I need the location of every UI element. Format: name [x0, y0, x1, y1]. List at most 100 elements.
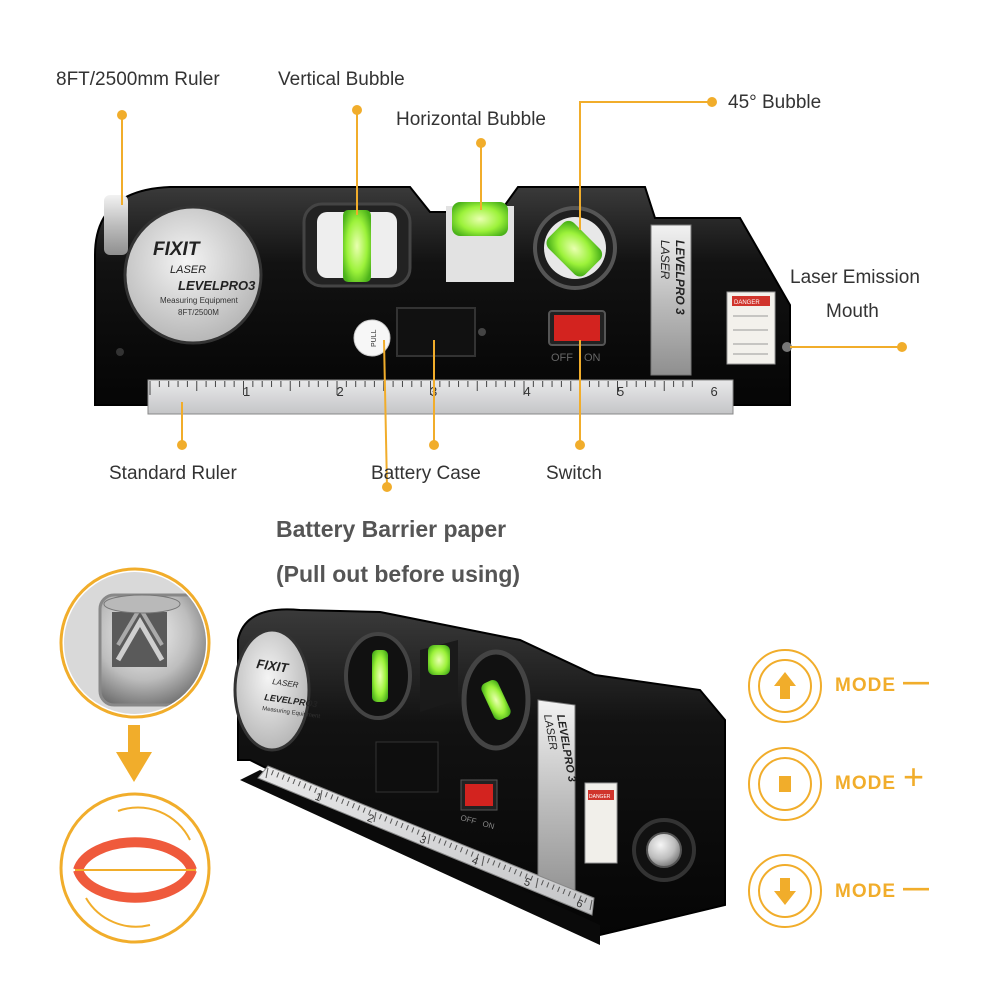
ruler-number-angled: 6 [574, 897, 584, 910]
ruler-tick-angled [503, 864, 507, 870]
ruler-tick-angled [292, 778, 296, 785]
hook-detail [59, 567, 211, 944]
ruler-tick-angled [454, 844, 458, 851]
ruler-tick-angled [319, 789, 323, 801]
ruler-number: 5 [617, 384, 624, 399]
model-text: LEVELPRO3 [178, 278, 256, 293]
vertical-vial-angled [372, 650, 388, 702]
switch-off-text-angled: OFF [459, 813, 477, 826]
mode-up-label: MODE [835, 675, 896, 696]
ruler-tick-angled [303, 783, 307, 789]
ruler-number: 4 [524, 384, 531, 399]
laser-text-angled: LASER [272, 677, 299, 690]
standard-ruler [147, 379, 734, 415]
battery-case-angled [375, 741, 439, 793]
switch-label: Switch [546, 463, 602, 484]
ruler-tick-angled [384, 816, 388, 822]
ruler-tick-angled [416, 829, 420, 835]
brand-text-angled: FIXIT [256, 656, 291, 675]
ruler-tick-angled [557, 886, 561, 892]
ruler-tick-angled [443, 840, 447, 846]
vertical-bubble-vial [343, 210, 371, 282]
battery-case-cover [396, 307, 476, 357]
ruler-tick-angled [519, 871, 523, 877]
ruler-number: 1 [243, 384, 250, 399]
danger-text-angled: DANGER [589, 794, 611, 800]
pull-text: PULL [371, 329, 378, 347]
ruler-tick-angled [330, 794, 334, 800]
laser-mouth-label-line2: Mouth [826, 301, 879, 322]
ruler-tick-angled [314, 787, 318, 793]
mode-up-button [748, 649, 822, 723]
ruler-tick-angled [346, 800, 350, 807]
barrier-paper-label: Battery Barrier paper [276, 516, 507, 542]
label-plate-angled [233, 628, 311, 752]
rotation-arc-top [73, 837, 197, 872]
ruler-number-angled: 2 [365, 812, 375, 825]
ruler-tick-angled [362, 807, 366, 813]
bubble-45-vial [546, 220, 603, 277]
ruler-ticks [149, 381, 693, 395]
mode-down-button [748, 854, 822, 928]
horizontal-bubble-label: Horizontal Bubble [396, 109, 546, 130]
ruler-number-angled: 1 [313, 791, 323, 804]
ruler-tick-angled [562, 888, 566, 895]
mode-plus-sign: + [903, 756, 926, 797]
switch-rocker [554, 315, 600, 341]
ruler-tick-angled [427, 833, 431, 845]
ruler-tick-angled [567, 891, 571, 897]
ruler-tick-angled [432, 836, 436, 842]
laser-aperture [782, 342, 792, 352]
ruler-tick-angled [476, 853, 480, 859]
horizontal-bubble-vial [452, 202, 508, 236]
ruler-tick-angled [265, 767, 269, 779]
ruler-tick-angled [584, 897, 588, 903]
horizontal-vial-angled [428, 645, 450, 675]
ruler-tick-angled [287, 776, 291, 782]
bubble-45-vial-angled [481, 680, 511, 720]
brand-text: FIXIT [153, 239, 201, 260]
side-band [650, 224, 692, 376]
square-icon [779, 776, 791, 792]
ruler-tick-angled [508, 866, 512, 873]
danger-text: DANGER [734, 300, 760, 306]
ruler-tick-angled [368, 809, 372, 815]
ruler-tick-angled [341, 798, 345, 804]
side-laser-text: LASER [658, 240, 672, 280]
ruler-tick-angled [400, 822, 404, 829]
ruler-8ft-label: 8FT/2500mm Ruler [56, 69, 220, 90]
callout-lines [121, 101, 902, 488]
rotation-circle [59, 792, 211, 944]
ruler-tick-angled [422, 831, 426, 837]
ruler-number-angled: 3 [418, 834, 428, 847]
ruler-tick-angled [405, 825, 409, 831]
ruler-tick-angled [389, 818, 393, 824]
ruler-tick-angled [308, 785, 312, 791]
mode-panel [748, 649, 822, 928]
ruler-number: 2 [337, 384, 344, 399]
up-arrow-icon [774, 672, 796, 699]
ruler-tick-angled [459, 847, 463, 853]
ruler-number: 6 [711, 384, 718, 399]
ruler-tick-angled [535, 877, 539, 889]
laser-text: LASER [170, 264, 206, 276]
mode-down-sign: — [903, 872, 930, 902]
mode-plus-label: MODE [835, 773, 896, 794]
ruler-tick-angled [351, 803, 355, 809]
ruler-number-angled: 4 [470, 855, 480, 868]
rotate-indicator-top [117, 806, 191, 841]
ruler-tick-angled [551, 884, 555, 890]
ruler-tick-angled [470, 851, 474, 857]
ruler-tick-angled [335, 796, 339, 802]
ruler-tick-angled [481, 855, 485, 867]
ruler-tick-angled [411, 827, 415, 833]
battery-case-label: Battery Case [371, 463, 481, 484]
bubble-45-label: 45° Bubble [728, 92, 822, 113]
ruler-tick-angled [438, 838, 442, 844]
switch-rocker-angled [465, 784, 493, 806]
label-plate [123, 205, 263, 345]
ruler-tick-angled [373, 811, 377, 823]
